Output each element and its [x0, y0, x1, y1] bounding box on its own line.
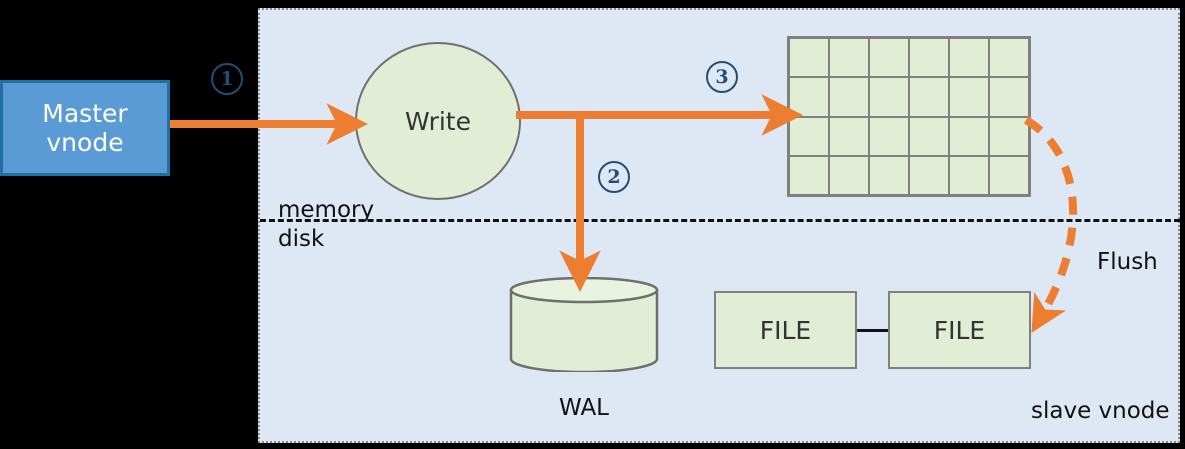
- memtable-cell: [830, 78, 868, 116]
- memory-tier-label: memory: [278, 197, 375, 223]
- master-vnode-box[interactable]: Master vnode: [0, 80, 170, 176]
- memtable-cell: [790, 117, 828, 155]
- memory-disk-divider: [260, 219, 1180, 222]
- memtable-cell: [870, 156, 908, 194]
- memtable-cell: [950, 156, 988, 194]
- memtable-cell: [910, 156, 948, 194]
- wal-cylinder[interactable]: [509, 276, 659, 374]
- memtable-cell: [910, 117, 948, 155]
- file-box-2[interactable]: FILE: [888, 291, 1031, 369]
- memtable-cell: [830, 39, 868, 77]
- memtable-cell: [990, 78, 1028, 116]
- write-node[interactable]: Write: [355, 42, 521, 200]
- memtable-cell: [950, 78, 988, 116]
- file-box-1[interactable]: FILE: [714, 291, 857, 369]
- memtable-cell: [950, 117, 988, 155]
- memtable-grid[interactable]: [787, 36, 1031, 197]
- memtable-cell: [910, 78, 948, 116]
- memtable-cell: [870, 117, 908, 155]
- memtable-cell: [790, 39, 828, 77]
- step-badge-2: 2: [598, 161, 630, 193]
- memtable-cell: [990, 39, 1028, 77]
- memtable-cell: [910, 39, 948, 77]
- slave-vnode-label: slave vnode: [1031, 398, 1170, 424]
- memtable-cell: [790, 156, 828, 194]
- file-link-connector: [857, 329, 889, 332]
- memtable-cell: [950, 39, 988, 77]
- memtable-cell: [870, 78, 908, 116]
- memtable-cell: [790, 78, 828, 116]
- wal-cylinder-shape: [509, 276, 659, 374]
- memtable-cell: [830, 156, 868, 194]
- step-badge-1: 1: [211, 63, 243, 95]
- flush-label: Flush: [1097, 249, 1158, 275]
- memtable-cell: [830, 117, 868, 155]
- memtable-cell: [990, 156, 1028, 194]
- memtable-cell: [990, 117, 1028, 155]
- step-badge-3: 3: [706, 61, 738, 93]
- wal-label: WAL: [558, 395, 610, 421]
- memtable-cell: [870, 39, 908, 77]
- disk-tier-label: disk: [278, 226, 325, 252]
